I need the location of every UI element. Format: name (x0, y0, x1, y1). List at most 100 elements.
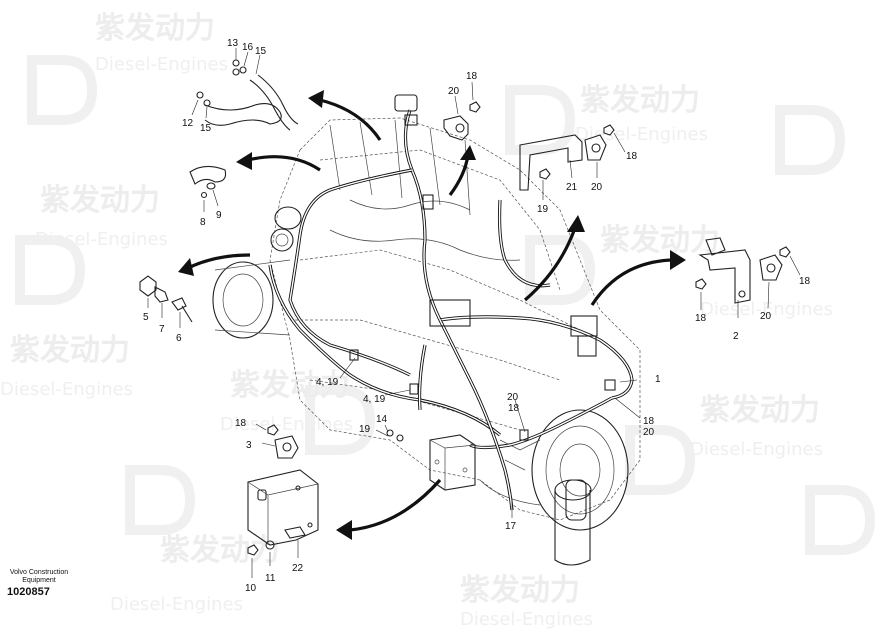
bolt-head (267, 424, 279, 436)
bracket (698, 249, 751, 304)
callout-label: 2 (733, 331, 739, 342)
watermark-brand-en: Diesel-Engines (0, 379, 133, 400)
harness-connector (422, 194, 434, 210)
callout-label: 10 (245, 583, 257, 594)
watermark-brand-cn: 紫发动力 (600, 223, 720, 258)
hose-assembly-mid (189, 165, 227, 212)
bolt-head (469, 101, 481, 113)
clamp-ring (203, 99, 211, 107)
bolt-head (247, 544, 259, 556)
callout-label: 11 (265, 573, 276, 584)
clamp (584, 134, 607, 161)
watermark-logo (505, 85, 576, 155)
watermark-brand-cn: 紫发动力 (10, 333, 130, 368)
callout-label: 18 (643, 416, 655, 427)
drawing-number: 1020857 (7, 586, 50, 598)
callout-label: 19 (537, 204, 549, 215)
arrow-to-clamp-hose (247, 155, 321, 172)
callout-label: 7 (159, 324, 165, 335)
clamp (705, 237, 726, 256)
clamp-ring (232, 68, 240, 76)
watermark-brand-en: Diesel-Engines (460, 609, 593, 629)
callout-leaders (339, 357, 641, 518)
watermark-layer: 紫发动力 Diesel-Engines 紫发动力 Diesel-Engines … (0, 11, 876, 629)
bracket-21-assembly (519, 124, 626, 200)
terminal-clip (284, 526, 306, 539)
hose-assembly-left (191, 91, 282, 126)
washer (154, 286, 169, 303)
watermark-logo (15, 235, 86, 305)
watermark-brand-cn: 紫发动力 (460, 573, 580, 608)
callout-label: 18 (508, 403, 520, 414)
callout-label: 20 (760, 311, 772, 322)
bolt-set-left (139, 275, 193, 328)
watermark-brand-cn: 紫发动力 (160, 533, 280, 568)
callout-label: 20 (507, 392, 519, 403)
arrow-to-plate-22 (349, 478, 442, 532)
watermark-logo (525, 235, 596, 305)
bolt-head (779, 246, 791, 258)
bolt (171, 297, 193, 323)
watermark-logo (805, 485, 876, 555)
mounting-plate (247, 469, 319, 546)
watermark-brand-cn: 紫发动力 (95, 11, 215, 46)
callout-label: 15 (255, 46, 267, 57)
watermark-brand-cn: 紫发动力 (230, 368, 350, 403)
wiring-harness (268, 94, 634, 511)
clamp (759, 254, 783, 281)
watermark-brand-en: Diesel-Engines (95, 54, 228, 75)
watermark-brand-en: Diesel-Engines (700, 299, 833, 320)
watermark-brand-cn: 紫发动力 (40, 183, 160, 218)
callout-label: 9 (216, 210, 222, 221)
harness-connector (394, 94, 418, 112)
callout-label: 17 (505, 521, 517, 532)
filter-housing (212, 261, 274, 339)
callout-label: 20 (591, 182, 603, 193)
callout-label: 1 (655, 374, 661, 385)
bolt-head (603, 124, 615, 136)
arrow-to-hoses (319, 98, 382, 141)
clamp-ring (239, 66, 247, 74)
watermark-brand-en: Diesel-Engines (575, 124, 708, 145)
callout-label: 20 (448, 86, 460, 97)
callout-label: 20 (643, 427, 655, 438)
callout-label: 22 (292, 563, 304, 574)
engine-block (212, 117, 641, 566)
harness-clip (604, 379, 616, 391)
callout-label: 15 (200, 123, 212, 134)
arrow-to-bracket-21 (523, 227, 577, 302)
sensor-port (274, 206, 302, 230)
callout-label: 18 (695, 313, 707, 324)
watermark-logo (775, 105, 846, 175)
plate-22-assembly (247, 423, 319, 578)
callout-label: 13 (227, 38, 239, 49)
manufacturer-caption: Volvo Construction Equipment (4, 569, 74, 585)
arrow-to-bracket-2 (590, 258, 673, 306)
washer (265, 540, 275, 550)
flywheel-housing (531, 409, 629, 531)
manufacturer-subtitle: Equipment (22, 577, 56, 584)
clamp-ring (232, 59, 240, 67)
clamp-ring (200, 191, 208, 199)
callout-label: 3 (246, 440, 252, 451)
callout-label: 18 (799, 276, 811, 287)
clamp-ring (196, 91, 204, 99)
manufacturer-name: Volvo Construction (9, 569, 69, 576)
watermark-brand-cn: 紫发动力 (700, 393, 820, 428)
callout-label: 8 (200, 217, 206, 228)
watermark-logo (305, 385, 376, 455)
harness-bracket (429, 299, 471, 327)
hose-assembly-top (232, 48, 299, 131)
flow-arrows (178, 90, 686, 540)
bolt-head (695, 278, 707, 290)
callout-label: 18 (235, 418, 247, 429)
callout-label: 18 (466, 71, 478, 82)
nut (139, 275, 157, 297)
harness-clip (519, 429, 529, 441)
watermark-brand-en: Diesel-Engines (110, 594, 243, 615)
watermark-brand-cn: 紫发动力 (580, 83, 700, 118)
clamp-set-top (443, 81, 481, 141)
clamp (274, 435, 299, 459)
callout-label: 14 (376, 414, 388, 425)
callout-label: 21 (566, 182, 578, 193)
